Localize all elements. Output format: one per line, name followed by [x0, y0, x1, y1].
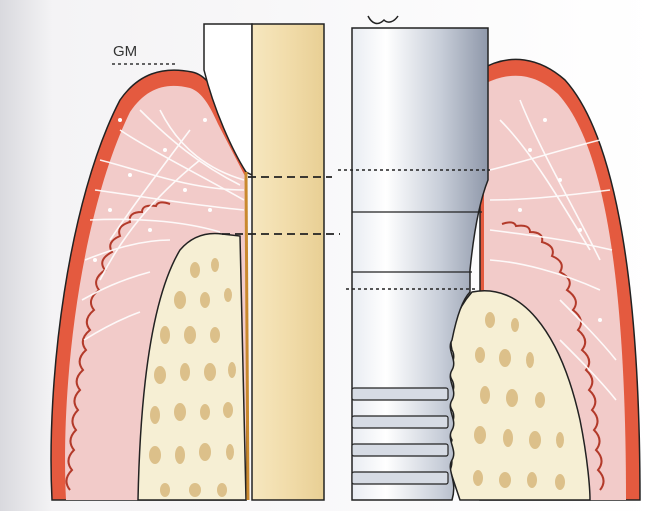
- gm-label: GM: [113, 43, 137, 60]
- tooth-root: [252, 24, 324, 500]
- periodontal-ligament: [246, 172, 248, 500]
